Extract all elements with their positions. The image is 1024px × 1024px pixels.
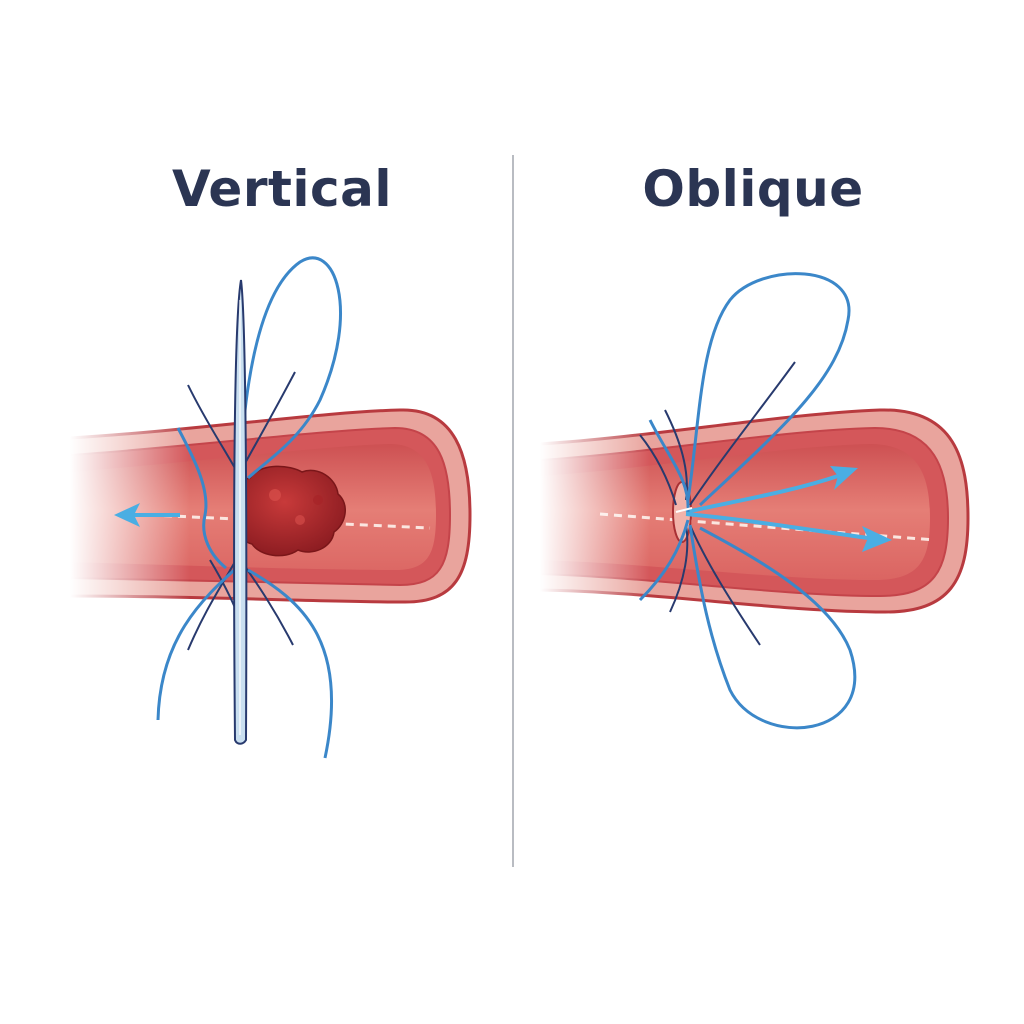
vertical-panel: [60, 256, 472, 759]
flow-arrow-upper: [685, 466, 858, 514]
oblique-panel: [530, 272, 970, 730]
flow-arrow-lower: [685, 512, 892, 552]
suture-thread-loops: [156, 256, 342, 759]
needle: [233, 279, 248, 745]
needle-entry-mark: [675, 507, 693, 513]
panel-title-vertical: Vertical: [171, 160, 393, 218]
panel-divider: [512, 155, 514, 867]
panel-title-oblique: Oblique: [642, 160, 864, 218]
suture-thread-loops: [638, 272, 857, 730]
flow-arrow-left: [114, 503, 180, 527]
thrombus-clot: [234, 465, 346, 557]
